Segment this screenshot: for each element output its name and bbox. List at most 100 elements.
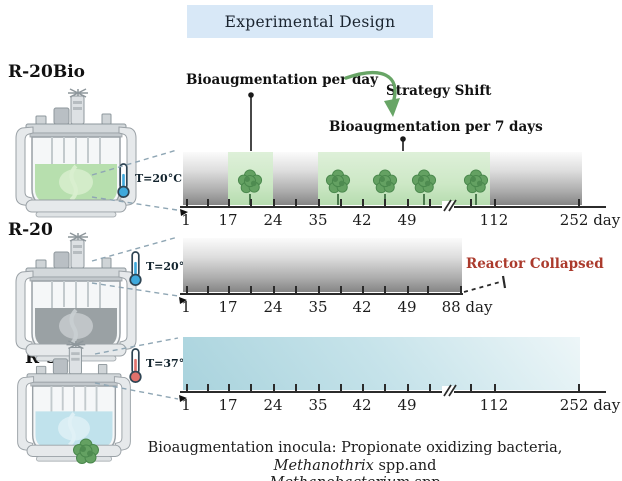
tick	[578, 199, 580, 207]
inocula-stem	[475, 194, 477, 205]
reactor-collapsed-callout-line	[463, 275, 507, 293]
tick	[207, 384, 209, 392]
timeline-axis-r20bio: 1 17 24 35 42 49 112 252 day	[180, 199, 620, 229]
tick-label: 112	[479, 396, 509, 414]
tick	[578, 384, 580, 392]
bioaugmentation-per-7-days-label: Bioaugmentation per 7 days	[329, 119, 543, 135]
tick	[273, 199, 275, 207]
tick-label: 49	[397, 298, 417, 316]
inocula-stem	[337, 194, 339, 205]
inocula-icon	[411, 169, 437, 195]
tick-label: 35	[308, 211, 328, 229]
tick-label: 1	[181, 298, 191, 316]
tick-label: 252 day	[559, 396, 621, 414]
thermometer-icon-r20bio	[115, 162, 132, 199]
tick-label: 112	[479, 211, 509, 229]
tick-label: 24	[263, 396, 283, 414]
tick	[340, 286, 342, 294]
tick	[207, 199, 209, 207]
tick-label: 1	[181, 396, 191, 414]
per-7-days-pointer-line	[400, 136, 406, 151]
tick	[186, 286, 188, 294]
legend-genus-methanothrix: Methanothrix	[273, 457, 374, 474]
tick	[228, 384, 230, 392]
inocula-legend-icon	[72, 438, 100, 466]
tick	[340, 384, 342, 392]
tick	[207, 286, 209, 294]
tick	[494, 199, 496, 207]
timeline-bar-r20	[183, 238, 462, 292]
legend-text-part: spp.and	[373, 457, 437, 474]
tick	[273, 384, 275, 392]
tick	[407, 384, 409, 392]
temperature-label-r37: T=37°C	[146, 357, 193, 370]
tick	[362, 199, 364, 207]
tick-label: 24	[263, 211, 283, 229]
tick-label: 24	[263, 298, 283, 316]
legend-text-part: spp	[410, 475, 440, 481]
tick-label: 42	[352, 298, 372, 316]
bioreactor-illustration-r20bio	[6, 88, 146, 220]
tick	[427, 286, 429, 294]
bioaugmentation-per-day-label: Bioaugmentation per day	[186, 72, 378, 88]
inocula-icon	[325, 169, 351, 195]
tick	[494, 384, 496, 392]
tick	[384, 199, 386, 207]
tick	[470, 199, 472, 207]
tick	[295, 286, 297, 294]
inocula-icon	[463, 169, 489, 195]
tick	[250, 286, 252, 294]
timeline-axis-r37: 1 17 24 35 42 49 112 252 day	[180, 384, 620, 414]
tick	[384, 384, 386, 392]
tick	[429, 384, 431, 392]
tick	[250, 199, 252, 207]
tick	[460, 286, 462, 294]
tick	[318, 286, 320, 294]
tick	[407, 286, 409, 294]
tick-label: 17	[218, 211, 238, 229]
tick	[429, 199, 431, 207]
tick-label: 35	[308, 298, 328, 316]
thermometer-icon-r20	[127, 250, 144, 287]
tick	[186, 199, 188, 207]
tick	[295, 199, 297, 207]
timeline-bar-r37	[183, 337, 580, 390]
reactor-collapsed-label: Reactor Collapsed	[466, 256, 604, 272]
tick-label: 49	[397, 211, 417, 229]
inocula-icon	[372, 169, 398, 195]
legend-genus-methanobacterium: Methanobacterium	[269, 475, 409, 481]
reactor-label-r20bio: R-20Bio	[8, 62, 86, 82]
header-box: Experimental Design	[187, 5, 433, 38]
tick-label: 88 day	[441, 298, 493, 316]
tick	[340, 199, 342, 207]
tick	[384, 286, 386, 294]
tick	[318, 384, 320, 392]
tick-label: 17	[218, 298, 238, 316]
tick	[228, 199, 230, 207]
page-title: Experimental Design	[224, 12, 396, 31]
tick	[407, 199, 409, 207]
legend-text-part: Bioaugmentation inocula: Propionate oxid…	[147, 440, 563, 456]
tick-label: 252 day	[559, 211, 621, 229]
tick-label: 42	[352, 396, 372, 414]
tick	[186, 384, 188, 392]
tick	[470, 384, 472, 392]
legend-caption: Bioaugmentation inocula: Propionate oxid…	[100, 440, 610, 481]
reactor-label-r20: R-20	[8, 220, 53, 240]
tick	[318, 199, 320, 207]
thermometer-icon-r37	[127, 347, 144, 384]
tick-label: 17	[218, 396, 238, 414]
tick-label: 1	[181, 211, 191, 229]
tick	[362, 384, 364, 392]
strategy-shift-label: Strategy Shift	[386, 83, 492, 99]
tick	[250, 384, 252, 392]
tick-label: 49	[397, 396, 417, 414]
inocula-stem	[423, 194, 425, 205]
temperature-label-r20bio: T=20°C	[135, 172, 182, 185]
inocula-icon	[237, 169, 263, 195]
tick	[273, 286, 275, 294]
per-day-pointer-line	[248, 92, 254, 151]
tick	[295, 384, 297, 392]
tick	[362, 286, 364, 294]
